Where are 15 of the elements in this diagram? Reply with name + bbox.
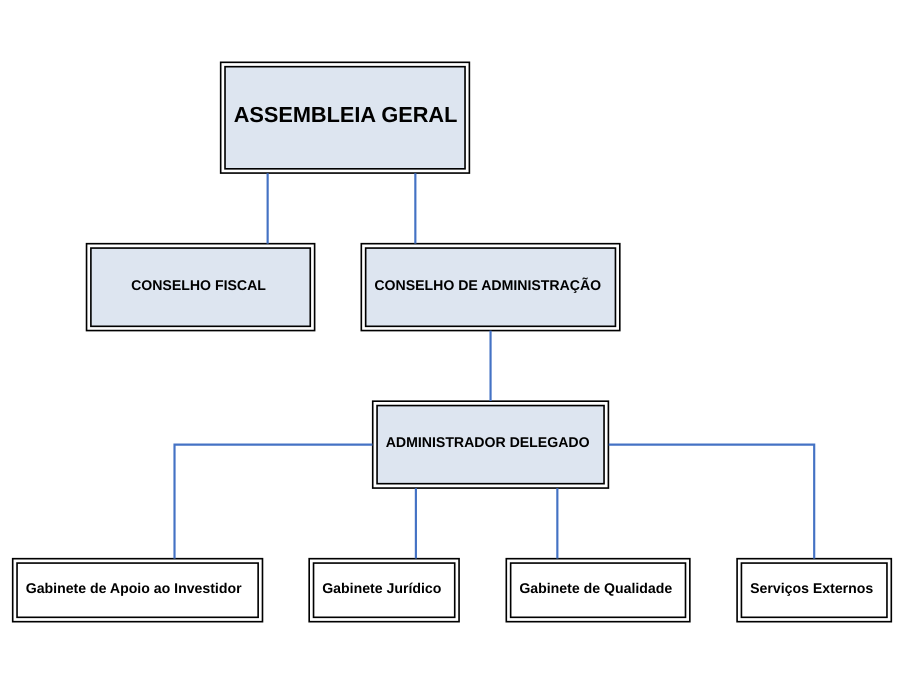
connector bbox=[608, 444, 816, 559]
connector bbox=[489, 330, 492, 402]
node-box: ADMINISTRADOR DELEGADO bbox=[372, 400, 610, 489]
connector bbox=[414, 173, 416, 244]
node-box: Gabinete de Apoio ao Investidor bbox=[12, 558, 264, 622]
node-box: Serviços Externos bbox=[736, 558, 892, 622]
node-box: ASSEMBLEIA GERAL bbox=[220, 62, 470, 174]
connector bbox=[173, 444, 372, 559]
node-box: CONSELHO FISCAL bbox=[86, 242, 316, 332]
node-box: Gabinete Jurídico bbox=[308, 558, 460, 622]
connector bbox=[414, 488, 417, 559]
node-box: Gabinete de Qualidade bbox=[505, 558, 691, 622]
connector bbox=[556, 488, 558, 559]
node-box: CONSELHO DE ADMINISTRAÇÃO bbox=[360, 242, 621, 332]
connector bbox=[266, 173, 269, 244]
